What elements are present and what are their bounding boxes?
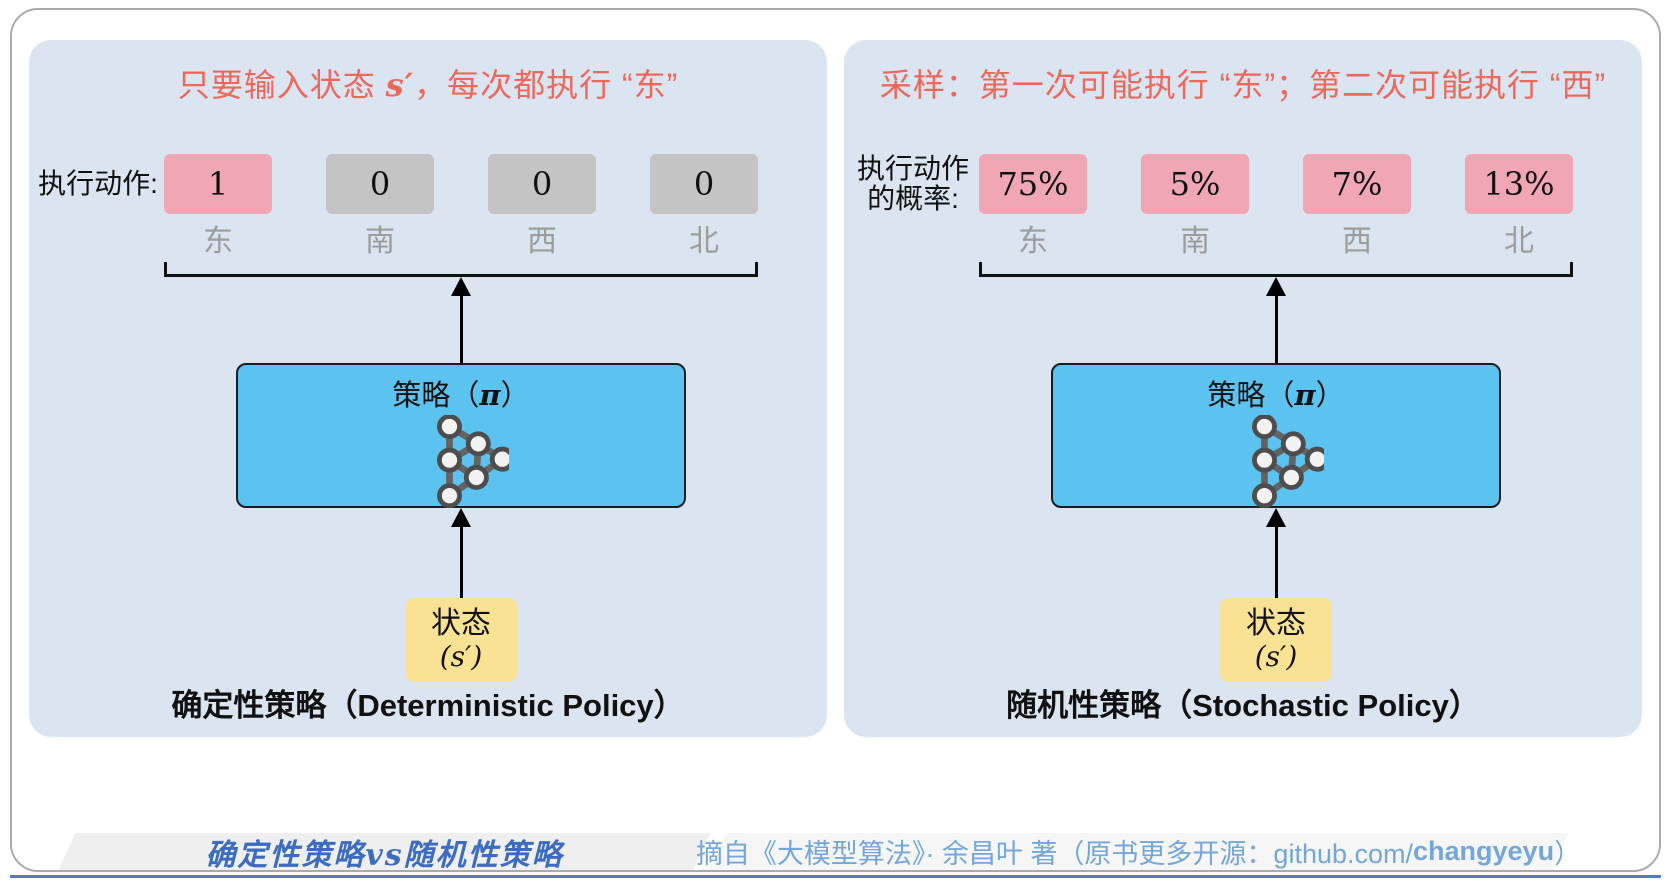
- action-probabilities-row: 执行动作 的概率: 75% 5% 7% 13%: [844, 154, 1642, 214]
- diagram-stack: 策略（π）: [979, 260, 1573, 682]
- action-value-box-west: 0: [488, 154, 596, 214]
- panels-row: 只要输入状态 s′，每次都执行 “东” 执行动作: 1 0 0 0 东: [12, 40, 1659, 737]
- policy-to-actions-arrow: [451, 277, 471, 363]
- github-handle: changyeyu: [1413, 836, 1555, 866]
- policy-to-actions-arrow: [1266, 277, 1286, 363]
- state-to-policy-arrow: [451, 508, 471, 598]
- direction-west: 西: [1342, 225, 1372, 258]
- direction-east: 东: [203, 225, 233, 258]
- diagram-stack: 策略（π）: [164, 260, 758, 682]
- deterministic-headline: 只要输入状态 s′，每次都执行 “东”: [29, 66, 827, 104]
- state-label: 状态: [431, 607, 491, 640]
- action-value-box-east: 1: [164, 154, 272, 214]
- arrowhead-up-icon: [451, 277, 471, 296]
- neural-network-icon: [413, 415, 509, 511]
- panel-stochastic: 采样：第一次可能执行 “东”；第二次可能执行 “西” 执行动作 的概率: 75%…: [844, 40, 1642, 737]
- policy-box: 策略（π）: [236, 363, 686, 511]
- output-bracket: [164, 262, 758, 277]
- action-row-label: 执行动作:: [38, 168, 158, 199]
- headline-pre: 采样：第一次可能执行 “东”；第二次可能执行 “西”: [879, 67, 1607, 103]
- attribution-text: 摘自《大模型算法》· 余昌叶 著（原书更多开源：github.com/chang…: [695, 836, 1582, 869]
- probability-row-label: 执行动作 的概率:: [856, 153, 969, 214]
- action-value-boxes: 1 0 0 0: [164, 154, 758, 214]
- policy-box: 策略（π）: [1051, 363, 1501, 511]
- state-label: 状态: [1246, 607, 1306, 640]
- state-box: 状态 (s′): [1220, 598, 1332, 682]
- figure-title: 确定性策略vs随机性策略: [205, 837, 564, 873]
- headline-pre: 只要输入状态: [177, 67, 386, 103]
- direction-south: 南: [365, 225, 395, 258]
- direction-south: 南: [1180, 225, 1210, 258]
- headline-post: ，每次都执行 “东”: [414, 67, 679, 103]
- neural-network-icon: [1228, 415, 1324, 511]
- footer-bar: 确定性策略vs随机性策略 摘自《大模型算法》· 余昌叶 著（原书更多开源：git…: [12, 833, 1659, 873]
- stochastic-headline: 采样：第一次可能执行 “东”；第二次可能执行 “西”: [844, 66, 1642, 104]
- action-values-row: 执行动作: 1 0 0 0: [29, 154, 827, 214]
- panel-caption-deterministic: 确定性策略（Deterministic Policy）: [171, 688, 685, 723]
- pi-symbol: π: [1294, 378, 1316, 412]
- action-value-box-north: 0: [650, 154, 758, 214]
- probability-box-north: 13%: [1465, 154, 1573, 214]
- direction-labels: 东 南 西 北: [164, 216, 758, 260]
- probability-value-boxes: 75% 5% 7% 13%: [979, 154, 1573, 214]
- direction-west: 西: [527, 225, 557, 258]
- policy-title: 策略（π）: [1207, 378, 1345, 412]
- state-symbol-label: (s′): [1254, 640, 1298, 673]
- arrowhead-up-icon: [1266, 508, 1286, 527]
- direction-north: 北: [1504, 225, 1534, 258]
- pi-symbol: π: [479, 378, 501, 412]
- arrowhead-up-icon: [1266, 277, 1286, 296]
- output-bracket: [979, 262, 1573, 277]
- panel-deterministic: 只要输入状态 s′，每次都执行 “东” 执行动作: 1 0 0 0 东: [29, 40, 827, 737]
- direction-north: 北: [689, 225, 719, 258]
- direction-east: 东: [1018, 225, 1048, 258]
- policy-title: 策略（π）: [392, 378, 530, 412]
- bottom-rule: [10, 875, 1661, 878]
- state-to-policy-arrow: [1266, 508, 1286, 598]
- probability-box-west: 7%: [1303, 154, 1411, 214]
- state-symbol: s′: [385, 66, 415, 104]
- state-box: 状态 (s′): [405, 598, 517, 682]
- arrowhead-up-icon: [451, 508, 471, 527]
- panel-caption-stochastic: 随机性策略（Stochastic Policy）: [1006, 688, 1480, 723]
- probability-box-south: 5%: [1141, 154, 1249, 214]
- probability-box-east: 75%: [979, 154, 1087, 214]
- outer-frame: 只要输入状态 s′，每次都执行 “东” 执行动作: 1 0 0 0 东: [10, 8, 1661, 873]
- action-value-box-south: 0: [326, 154, 434, 214]
- direction-labels: 东 南 西 北: [979, 216, 1573, 260]
- state-symbol-label: (s′): [439, 640, 483, 673]
